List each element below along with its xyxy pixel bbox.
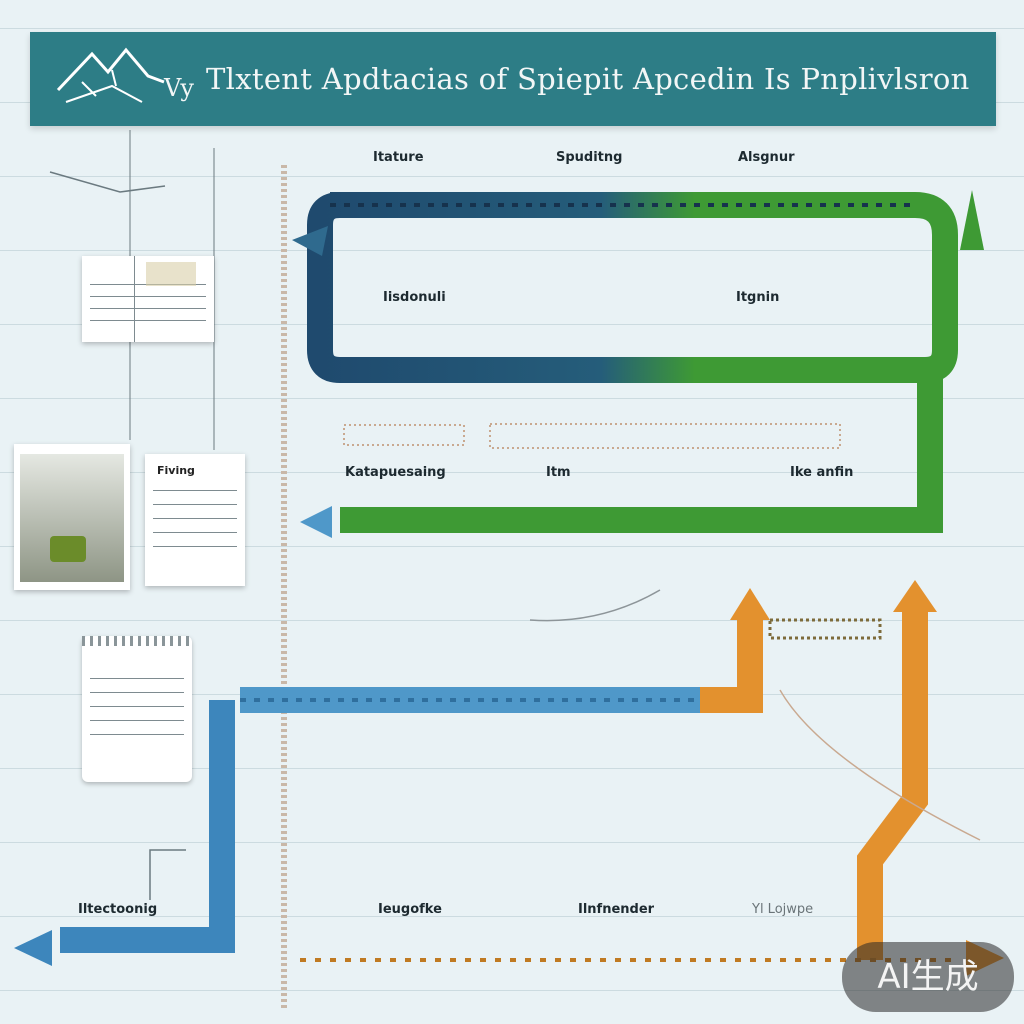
arrowhead-up: [893, 580, 937, 612]
label-bottom-3: Ilnfnender: [578, 902, 655, 917]
logo-text: Vy: [163, 74, 194, 102]
dotted-frame: [343, 424, 465, 446]
blue-left-arrow: [60, 700, 235, 953]
green-return-arrow: [340, 370, 943, 533]
orange-right-arrow: [857, 610, 928, 960]
ai-generated-badge: AI生成: [842, 942, 1014, 1012]
label-top-left: Itature: [373, 150, 424, 165]
arrowhead-up: [730, 588, 770, 620]
arrowhead-left: [14, 930, 52, 966]
label-mid-middle: Itm: [546, 465, 571, 480]
document-title: Fiving: [157, 464, 195, 477]
label-bottom-1: Iltectoonig: [78, 902, 158, 917]
photo-document: [14, 444, 130, 590]
label-bottom-4: Yl Lojwpe: [752, 902, 814, 917]
label-loop-left: Iisdonuli: [383, 290, 446, 305]
dotted-frame: [489, 423, 841, 449]
chart-document: [82, 256, 214, 342]
orange-elbow-arrow: [700, 610, 763, 713]
connector-line: [49, 171, 166, 193]
text-document: Fiving: [145, 454, 245, 586]
ladder-connector: [768, 618, 882, 640]
notepad-document: [82, 636, 192, 782]
connector-line: [149, 849, 186, 900]
mountain-sketch-icon: Vy: [56, 47, 194, 103]
sketch-line: [779, 689, 981, 841]
label-loop-right: Itgnin: [736, 290, 780, 305]
label-bottom-2: Ieugofke: [378, 902, 442, 917]
label-mid-left: Katapuesaing: [345, 465, 446, 480]
header-banner: Vy Tlxtent Apdtacias of Spiepit Apcedin …: [30, 32, 996, 126]
arrowhead-left: [300, 506, 332, 538]
arrowhead-up: [960, 190, 984, 250]
arrowhead-left: [292, 226, 328, 256]
label-mid-right: Ike anfin: [790, 465, 854, 480]
page-title: Tlxtent Apdtacias of Spiepit Apcedin Is …: [206, 62, 970, 96]
sketch-line: [529, 589, 661, 622]
label-top-right: Alsgnur: [738, 150, 795, 165]
label-top-middle: Spuditng: [556, 150, 623, 165]
top-loop-arrow: [307, 192, 958, 383]
